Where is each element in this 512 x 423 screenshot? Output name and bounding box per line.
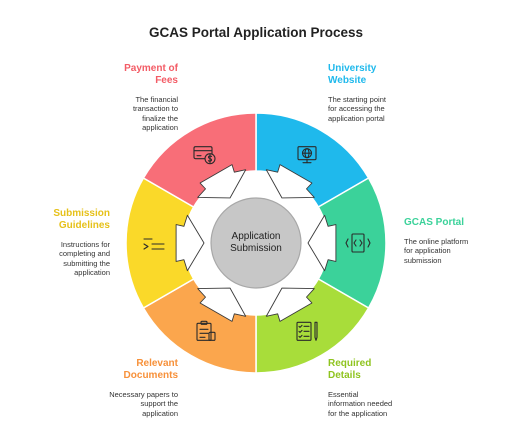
inward-arrow-website [265,164,315,199]
inward-arrow-details [265,287,315,322]
code-window-icon [345,233,371,253]
center-label-line2: Submission [230,243,282,254]
globe-monitor-icon [297,146,317,164]
diagram-title: GCAS Portal Application Process [148,25,364,40]
card-payment-icon [193,146,216,165]
center-hub [210,197,302,289]
inward-arrow-fees [197,164,247,199]
checklist-pen-icon [296,321,318,341]
inward-arrow-portal [307,214,337,272]
inward-arrow-documents [197,287,247,322]
inward-arrow-guidelines [175,214,205,272]
center-label-line1: Application [231,231,281,242]
center-label: Application Submission [212,231,300,255]
list-arrow-icon [143,238,165,250]
clipboard-icon [196,320,216,341]
heading-gcas-portal: GCAS Portal [404,217,465,228]
